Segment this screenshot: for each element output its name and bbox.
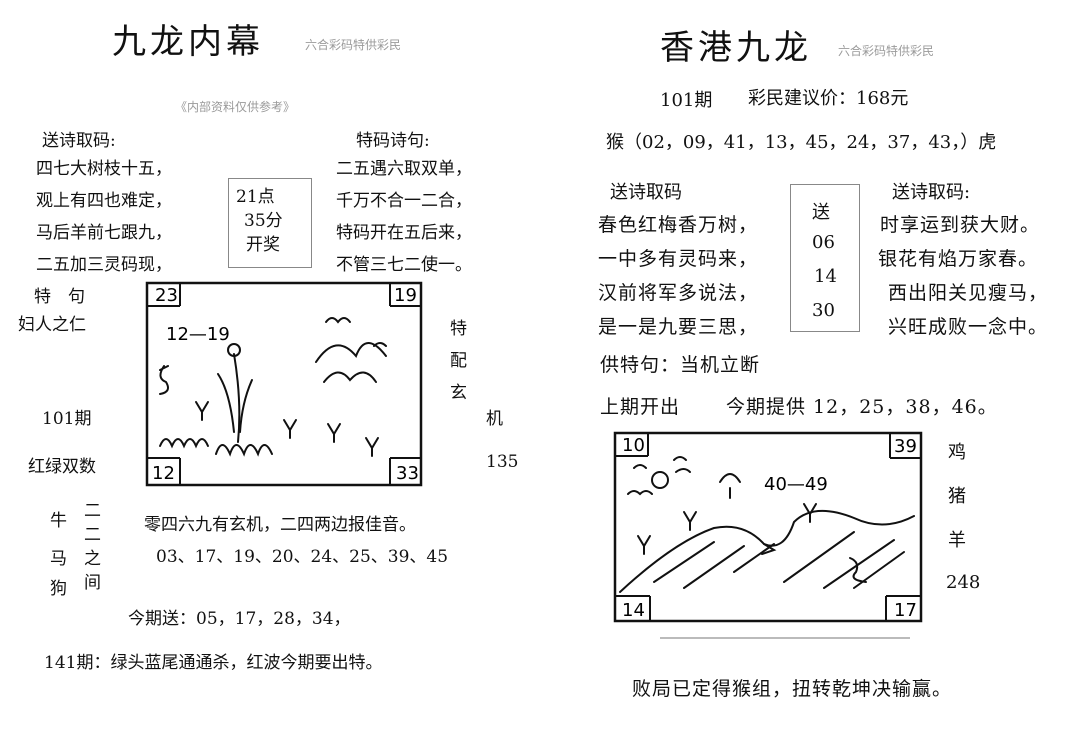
left-poem-left-line-1: 四七大树枝十五，: [36, 159, 172, 179]
send-box-number-1: 06: [812, 232, 835, 253]
left-title: 九龙内幕: [112, 22, 264, 62]
right-poem-left-line-1: 春色红梅香万树，: [598, 214, 759, 236]
right-price: 彩民建议价：168元: [748, 88, 909, 109]
right-poem-right-line-4: 兴旺成败一念中。: [888, 316, 1049, 338]
right-title-faint: 六合彩码特供彩民: [838, 44, 935, 58]
right-poem-right-label: 送诗取码:: [892, 182, 971, 203]
number-135: 135: [486, 452, 519, 472]
left-img-corner-tr: 19: [394, 285, 417, 306]
zodiac-dog: 狗: [50, 579, 67, 599]
left-poem-right-label: 特码诗句:: [356, 131, 430, 151]
between-char-3: 之: [84, 549, 101, 569]
right-poem-left-line-4: 是一是九要三思，: [598, 316, 759, 338]
left-img-corner-tl: 23: [155, 285, 178, 306]
draw-time-label: 开奖: [246, 235, 280, 255]
send-box: [790, 184, 860, 332]
left-img-corner-br: 33: [396, 463, 419, 484]
draw-time-minute: 35分: [244, 211, 283, 231]
right-title: 香港九龙: [660, 28, 812, 68]
number-line: 03、17、19、20、24、25、39、45: [156, 547, 449, 567]
left-issue: 101期: [42, 409, 92, 429]
zodiac-ox: 牛: [50, 511, 67, 531]
send-box-number-2: 14: [814, 266, 837, 287]
left-poem-left-line-4: 二五加三灵码现，: [36, 255, 172, 275]
vertical-char-2: 配: [450, 351, 467, 371]
zodiac-horse: 马: [50, 549, 67, 569]
right-poem-right-line-1: 时享运到获大财。: [880, 214, 1041, 236]
side-char-goat: 羊: [948, 530, 966, 551]
left-poem-left-line-3: 马后羊前七跟九，: [36, 223, 172, 243]
right-img-corner-tl: 10: [622, 435, 645, 456]
draw-time-box: [228, 178, 312, 268]
right-poem-left-line-2: 一中多有灵码来，: [598, 248, 759, 270]
between-char-1: 二: [84, 501, 101, 521]
right-poem-left-line-3: 汉前将军多说法，: [598, 282, 759, 304]
right-poem-left-label: 送诗取码: [610, 182, 682, 203]
today-send: 今期送：05，17，28，34，: [128, 609, 351, 629]
left-img-text: 12—19: [166, 324, 230, 345]
send-box-label: 送: [812, 202, 830, 223]
side-char-rooster: 鸡: [948, 442, 966, 463]
special-label: 特 句: [34, 287, 85, 307]
vertical-char-4: 机: [486, 409, 503, 429]
number-248: 248: [946, 572, 981, 593]
left-subtitle-faint: 《内部资料仅供参考》: [175, 100, 296, 114]
left-poem-right-line-2: 千万不合一二合，: [336, 191, 472, 211]
draw-time-hour: 21点: [236, 187, 275, 207]
right-img-corner-br: 17: [894, 600, 917, 621]
vertical-char-3: 玄: [450, 383, 467, 403]
left-title-faint: 六合彩码特供彩民: [305, 38, 402, 52]
monkey-tiger-line: 猴（02，09，41，13，45，24，37，43，）虎: [606, 132, 997, 153]
right-img-corner-bl: 14: [622, 600, 645, 621]
right-issue: 101期: [660, 90, 713, 111]
provide-numbers: 今期提供 12，25，38，46。: [726, 396, 998, 418]
special-text: 妇人之仁: [18, 315, 86, 335]
left-poem-right-line-1: 二五遇六取双单，: [336, 159, 472, 179]
left-poem-right-line-4: 不管三七二使一。: [336, 255, 472, 275]
left-poem-left-line-2: 观上有四也难定，: [36, 191, 172, 211]
left-img-corner-bl: 12: [152, 463, 175, 484]
right-img-text: 40—49: [764, 474, 828, 495]
last-issue-label: 上期开出: [600, 396, 681, 418]
vertical-char-1: 特: [450, 319, 467, 339]
special-phrase: 供特句：当机立断: [600, 354, 761, 376]
left-sketch-image: 23 19 12 33 12—19: [145, 281, 423, 487]
left-poem-right-line-3: 特码开在五后来，: [336, 223, 472, 243]
right-poem-right-line-3: 西出阳关见瘦马，: [888, 282, 1049, 304]
between-char-4: 间: [84, 573, 101, 593]
send-box-number-3: 30: [812, 300, 835, 321]
color-hint: 红绿双数: [28, 457, 96, 477]
side-char-pig: 猪: [948, 486, 966, 507]
right-poem-right-line-2: 银花有焰万家春。: [878, 248, 1039, 270]
between-char-2: 二: [84, 525, 101, 545]
right-sketch-image: 10 39 14 17 40—49: [613, 431, 923, 623]
faint-divider: [660, 637, 910, 639]
left-bottom-line: 141期：绿头蓝尾通通杀，红波今期要出特。: [44, 653, 383, 673]
hint-line: 零四六九有玄机，二四两边报佳音。: [144, 515, 416, 535]
right-img-corner-tr: 39: [894, 436, 917, 457]
right-bottom-line: 败局已定得猴组，扭转乾坤决输赢。: [632, 678, 953, 700]
left-poem-left-label: 送诗取码:: [42, 131, 116, 151]
